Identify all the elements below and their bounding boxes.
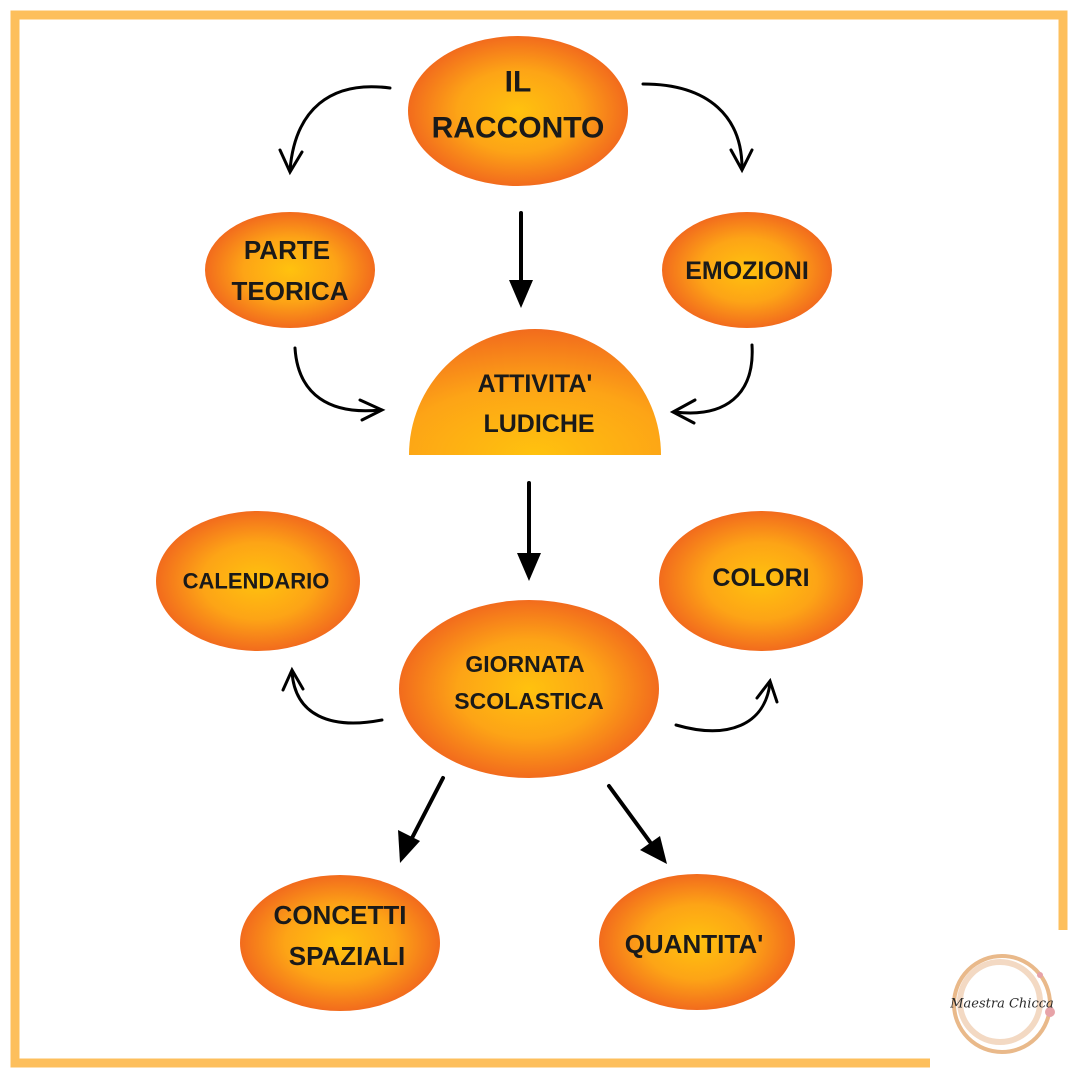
node-shape [408, 36, 628, 186]
arrow-head [640, 836, 667, 864]
node-label-line: COLORI [712, 564, 809, 592]
node-shape [599, 874, 795, 1010]
node-shape [205, 212, 375, 328]
node-label-line: EMOZIONI [685, 257, 809, 285]
node-label-line: RACCONTO [432, 112, 605, 145]
node-shape [156, 511, 360, 651]
node-label-line: TEORICA [232, 276, 349, 306]
node-shape [662, 212, 832, 328]
node-shape [240, 875, 440, 1011]
node-quantita: QUANTITA' [599, 874, 795, 1010]
arrow-racconto-to-emozioni [641, 82, 754, 174]
logo-dot [1037, 972, 1043, 978]
node-label-line: CALENDARIO [183, 569, 330, 594]
arrow-head [398, 830, 420, 863]
node-label-line: PARTE [244, 235, 330, 265]
node-label-line: QUANTITA' [625, 929, 764, 959]
logo-inner-ring [957, 959, 1043, 1045]
logo-dot [1045, 1007, 1055, 1017]
arrow-racconto-to-attivita [509, 211, 533, 308]
arrow-head [517, 553, 541, 581]
node-label-line: GIORNATA [465, 651, 584, 677]
logo-circle [952, 954, 1052, 1054]
node-label-line: ATTIVITA' [478, 370, 593, 398]
node-shape [399, 600, 659, 778]
frame-border [10, 10, 1068, 1068]
node-label-line: LUDICHE [483, 410, 594, 438]
arrow-attivita-to-giornata [517, 481, 541, 581]
node-shape [409, 329, 661, 455]
arrow-racconto-to-parte-teorica [278, 85, 392, 176]
node-emozioni: EMOZIONI [662, 212, 832, 328]
arrow-giornata-to-concetti [398, 776, 445, 863]
node-label-line: CONCETTI [274, 900, 407, 930]
logo-text: Maestra Chicca [949, 997, 1054, 1012]
node-label-line: SCOLASTICA [454, 688, 604, 714]
node-shape [659, 511, 863, 651]
node-colori: COLORI [659, 511, 863, 651]
node-attivita-ludiche: ATTIVITA' LUDICHE [409, 329, 661, 455]
maestra-chicca-logo: Maestra Chicca [949, 954, 1055, 1054]
node-parte-teorica: PARTE TEORICA [205, 212, 375, 328]
arrow-head [509, 280, 533, 308]
arrows [278, 82, 779, 864]
arrow-giornata-to-quantita [607, 784, 667, 864]
node-il-racconto: IL RACCONTO [408, 36, 628, 186]
node-label-line: IL [505, 66, 532, 99]
arrow-parte-teorica-to-attivita [293, 346, 386, 422]
frame [10, 10, 1068, 1068]
arrow-giornata-to-colori [674, 677, 779, 733]
node-calendario: CALENDARIO [156, 511, 360, 651]
node-concetti-spaziali: CONCETTI SPAZIALI [240, 875, 440, 1011]
arrow-emozioni-to-attivita [669, 343, 754, 425]
node-giornata-scolastica: GIORNATA SCOLASTICA [399, 600, 659, 778]
node-label-line: SPAZIALI [289, 941, 406, 971]
arrow-giornata-to-calendario [281, 666, 384, 725]
